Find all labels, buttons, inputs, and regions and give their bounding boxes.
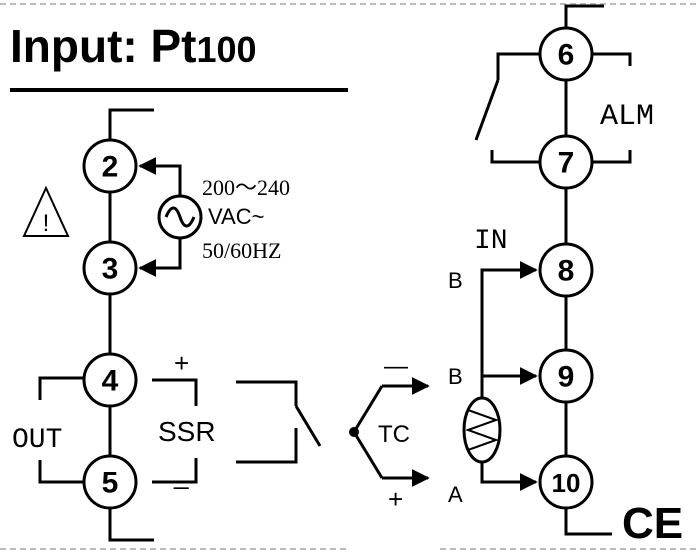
ssr-minus: _ (173, 460, 189, 490)
terminal-4: 4 (82, 352, 138, 408)
left-terminal-strip (108, 108, 154, 542)
terminal-9: 9 (538, 348, 594, 404)
power-wiring (138, 157, 182, 277)
tc-minus: — (384, 353, 408, 380)
tc-label: TC (378, 421, 410, 448)
title-prefix: Input: Pt (10, 20, 197, 72)
terminal-3-label: 3 (102, 253, 119, 286)
output-label: OUT (12, 425, 62, 456)
input-wiring (480, 261, 538, 491)
title-suffix: 100 (197, 29, 257, 70)
alarm-wiring (474, 52, 632, 164)
input-b-mid: B (448, 364, 463, 389)
terminal-5-label: 5 (102, 467, 119, 500)
power-voltage: 200～240 (202, 175, 290, 200)
terminal-5: 5 (82, 454, 138, 510)
diagram-title: Input: Pt100 (10, 20, 257, 72)
alarm-label: ALM (600, 100, 654, 134)
terminal-7-label: 7 (558, 147, 575, 180)
power-frequency: 50/60HZ (202, 238, 281, 263)
terminal-7: 7 (538, 134, 594, 190)
warning-icon: ! (22, 185, 70, 237)
terminal-3: 3 (82, 240, 138, 296)
ce-mark: CE (622, 499, 683, 548)
terminal-10-label: 10 (552, 468, 581, 498)
terminal-9-label: 9 (558, 361, 575, 394)
input-b-top: B (448, 268, 463, 293)
terminal-4-label: 4 (102, 365, 119, 398)
thermocouple-junction (349, 427, 359, 437)
terminal-8-label: 8 (558, 255, 575, 288)
power-type: VAC~ (208, 204, 264, 229)
output-wiring (38, 376, 322, 484)
tc-plus: + (388, 484, 403, 514)
terminal-8: 8 (538, 242, 594, 298)
ssr-plus: + (174, 348, 189, 378)
warning-glyph: ! (43, 210, 50, 237)
terminal-2-label: 2 (102, 151, 119, 184)
input-a: A (448, 482, 463, 507)
ssr-label: SSR (158, 416, 216, 447)
terminal-6: 6 (538, 26, 594, 82)
rtd-sensor-icon (462, 396, 502, 464)
ac-source-icon (157, 194, 203, 240)
thermocouple-wiring (352, 377, 430, 487)
input-label: IN (474, 226, 508, 257)
terminal-2: 2 (82, 138, 138, 194)
right-terminal-strip (564, 4, 612, 536)
terminal-6-label: 6 (558, 39, 575, 72)
terminal-10: 10 (538, 454, 594, 510)
